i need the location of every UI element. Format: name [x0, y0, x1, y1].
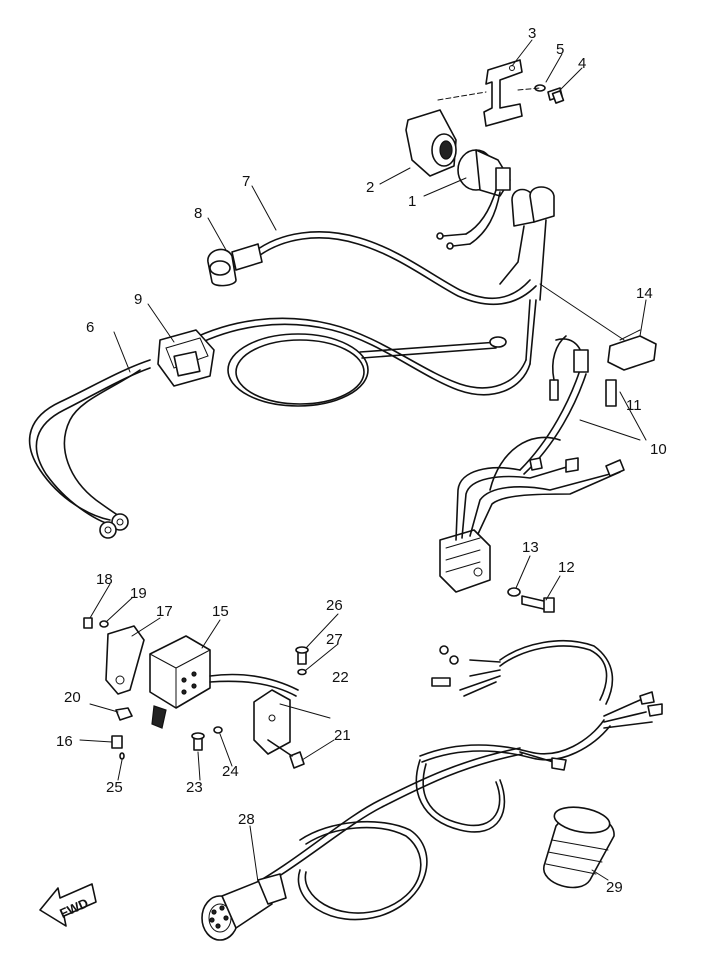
callout-25: 25	[106, 779, 123, 796]
connector-plug	[201, 873, 287, 941]
callout-5: 5	[556, 41, 564, 58]
bolt-part-12	[521, 595, 555, 613]
callout-23: 23	[186, 779, 203, 796]
callout-15: 15	[212, 603, 229, 620]
bracket-part-3	[483, 59, 523, 127]
callout-20: 20	[64, 689, 81, 706]
grommet-part-29	[543, 806, 615, 889]
callout-3: 3	[528, 25, 536, 42]
bracket-part-17	[105, 625, 145, 695]
harness-loop	[227, 333, 507, 407]
callout-10: 10	[650, 441, 667, 458]
callout-6: 6	[86, 319, 94, 336]
terminal-caps	[499, 186, 555, 301]
bracket-part-22	[253, 689, 291, 755]
callout-27: 27	[326, 631, 343, 648]
callout-4: 4	[578, 55, 586, 72]
callout-28: 28	[238, 811, 255, 828]
bolt-part-21	[267, 739, 305, 769]
callout-9: 9	[134, 291, 142, 308]
cover-part-2	[405, 109, 457, 177]
callout-22: 22	[332, 669, 349, 686]
callout-8: 8	[194, 205, 202, 222]
callout-2: 2	[366, 179, 374, 196]
pin-part-25	[119, 752, 125, 760]
terminal-part-8	[207, 243, 263, 287]
grommet-part-9	[157, 329, 215, 387]
screw-part-26	[295, 646, 309, 665]
callout-labels: 1 2 3 4 5 6 7 8 9 10 11 12 13 14 15 16 1…	[56, 25, 667, 896]
bracket-part-14	[607, 329, 657, 371]
relay-part-15	[149, 635, 299, 729]
callout-1: 1	[408, 193, 416, 210]
callout-18: 18	[96, 571, 113, 588]
rectifier-part-10	[439, 335, 625, 593]
callout-24: 24	[222, 763, 239, 780]
switch-part-1	[436, 149, 511, 250]
main-harness-part-6	[28, 299, 537, 527]
callout-19: 19	[130, 585, 147, 602]
callout-17: 17	[156, 603, 173, 620]
washer-part-19	[99, 620, 109, 628]
harness-part-28	[239, 639, 663, 921]
washer-part-13	[507, 587, 521, 597]
screw-part-18	[83, 617, 93, 629]
callout-26: 26	[326, 597, 343, 614]
callout-29: 29	[606, 879, 623, 896]
callout-7: 7	[242, 173, 250, 190]
nut-part-20	[115, 707, 133, 721]
fuse-part-11	[605, 379, 617, 407]
washer-part-24	[213, 726, 223, 734]
screw-part-23	[191, 732, 205, 751]
callout-13: 13	[522, 539, 539, 556]
callout-16: 16	[56, 733, 73, 750]
callout-11: 11	[626, 397, 642, 414]
battery-cable-part-7	[253, 231, 537, 306]
callout-14: 14	[636, 285, 653, 302]
leader-lines	[79, 39, 647, 883]
callout-21: 21	[334, 727, 351, 744]
screw-part-16	[111, 735, 123, 749]
ring-terminals	[99, 513, 129, 539]
washer-part-27	[297, 668, 307, 676]
fwd-arrow-icon: FWD	[39, 883, 97, 927]
screw-part-4	[547, 87, 565, 104]
callout-12: 12	[558, 559, 575, 576]
